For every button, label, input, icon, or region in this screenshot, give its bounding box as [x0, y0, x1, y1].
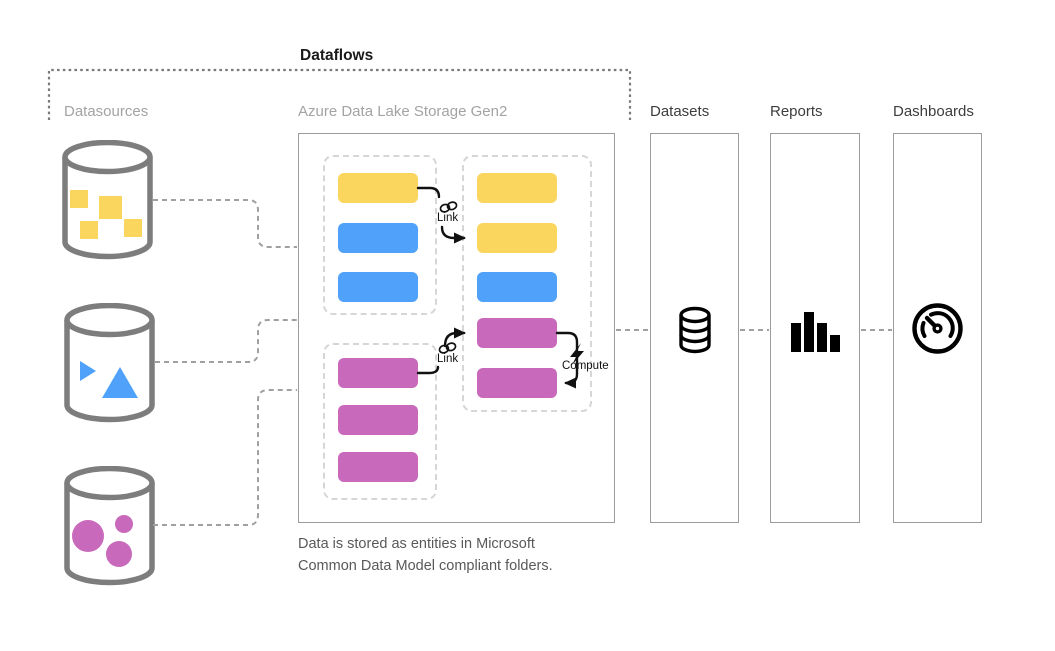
database-icon [679, 306, 711, 354]
cdm-folder-right [462, 155, 592, 412]
entity-bar-blue [477, 272, 557, 302]
dashboards-label: Dashboards [893, 103, 974, 120]
entity-bar-magenta [338, 452, 418, 482]
entity-bar-magenta [338, 358, 418, 388]
datasource-cylinder-circles [64, 466, 155, 586]
link-label: Link [437, 353, 459, 365]
yellow-square [70, 190, 88, 208]
yellow-square [99, 196, 122, 219]
yellow-square [80, 221, 98, 239]
reports-box [770, 133, 860, 523]
datasets-box [650, 133, 739, 523]
entity-bar-blue [338, 223, 418, 253]
connector-datasource-squares [153, 199, 297, 248]
adls-label: Azure Data Lake Storage Gen2 [298, 103, 508, 120]
cdm-folder-bottom-left [323, 343, 437, 500]
blue-triangle [102, 367, 138, 398]
datasource-cylinder-triangles [64, 303, 155, 423]
magenta-circle [115, 515, 133, 533]
bar-chart-icon [791, 312, 840, 352]
entity-bar-yellow [477, 173, 557, 203]
adls-caption: Data is stored as entities in Microsoft … [298, 536, 553, 575]
entity-bar-yellow [338, 173, 418, 203]
connector-datasource-triangles [155, 319, 297, 363]
dataflows-label: Dataflows [300, 47, 374, 64]
entity-bar-magenta [477, 318, 557, 348]
entity-bar-blue [338, 272, 418, 302]
entity-bar-magenta [338, 405, 418, 435]
gauge-icon [912, 303, 963, 354]
chain-link-icon [439, 201, 458, 213]
reports-label: Reports [770, 103, 823, 120]
entity-bar-yellow [477, 223, 557, 253]
entity-bar-magenta [477, 368, 557, 398]
datasource-cylinder-squares [62, 140, 153, 260]
link-label: Link [437, 212, 459, 224]
blue-triangle [80, 361, 96, 381]
magenta-circle [72, 520, 104, 552]
compute-label: Compute [562, 360, 609, 372]
yellow-square [124, 219, 142, 237]
magenta-circle [106, 541, 132, 567]
datasets-label: Datasets [650, 103, 710, 120]
cdm-folder-top-left [323, 155, 437, 315]
datasources-label: Datasources [64, 103, 149, 120]
connector-datasource-circles [153, 389, 297, 526]
